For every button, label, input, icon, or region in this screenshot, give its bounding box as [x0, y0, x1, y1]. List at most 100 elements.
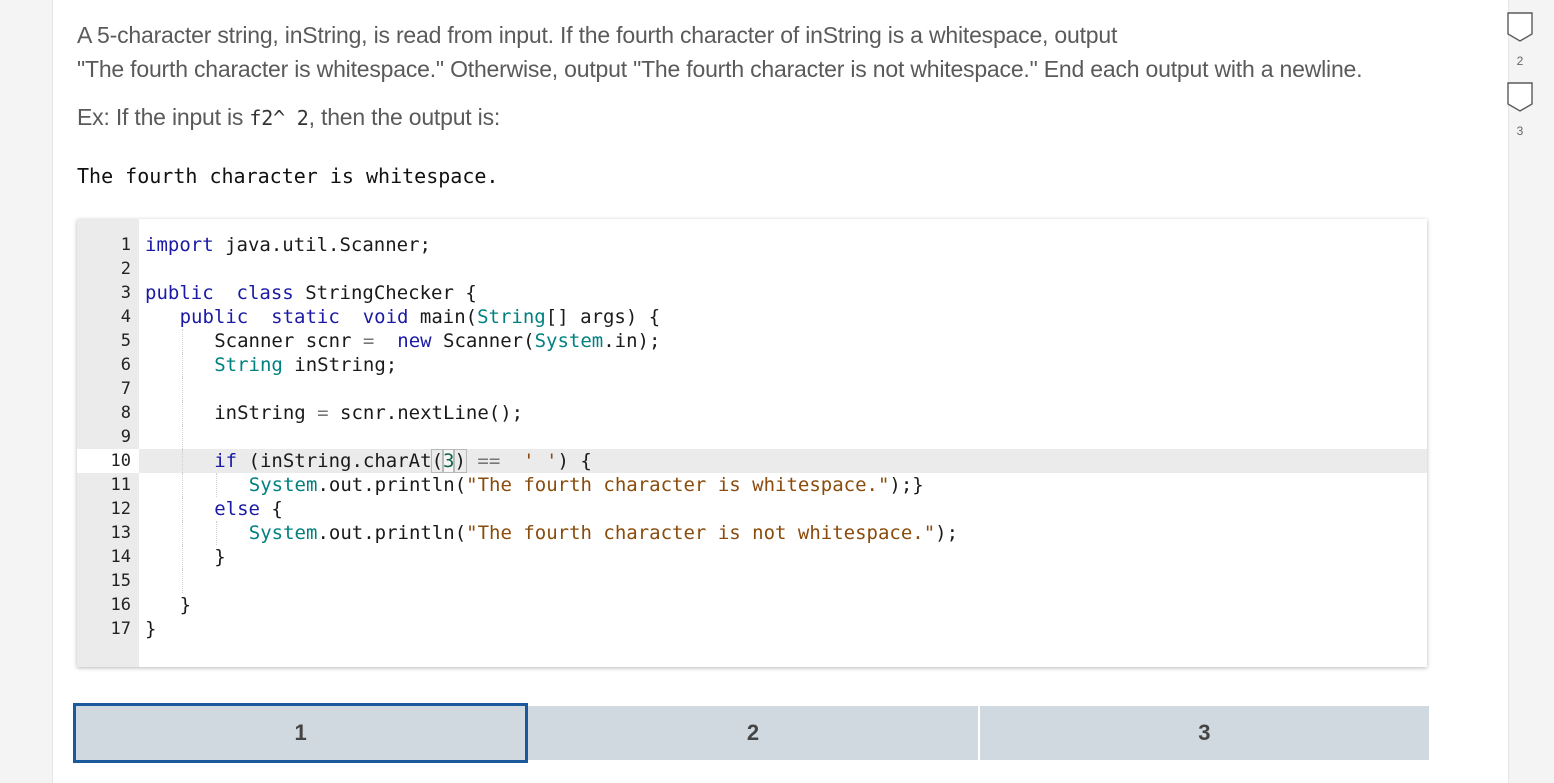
- keyword-token: new: [397, 330, 432, 352]
- code-text[interactable]: public class StringChecker {: [145, 281, 477, 305]
- check-shield-icon: [1507, 12, 1533, 42]
- code-line[interactable]: 12 else {: [77, 497, 1427, 521]
- code-text[interactable]: if (inString.charAt(3) == ' ') {: [214, 449, 592, 473]
- line-number: 7: [120, 379, 131, 399]
- type-token: System: [534, 330, 604, 352]
- level-check: 2: [1507, 12, 1533, 68]
- level-step-3[interactable]: 3: [979, 706, 1429, 760]
- example-input: f2^ 2: [249, 106, 309, 130]
- keyword-token: import: [145, 234, 214, 256]
- string-token: "The fourth character is whitespace.": [466, 474, 890, 496]
- code-line[interactable]: 17}: [77, 617, 1427, 641]
- code-text[interactable]: String inString;: [214, 353, 397, 377]
- line-number: 9: [120, 427, 131, 447]
- code-text[interactable]: Scanner scnr = new Scanner(System.in);: [214, 329, 660, 353]
- code-token: inString;: [294, 354, 398, 376]
- code-token: =: [362, 330, 375, 352]
- line-number: 6: [120, 355, 131, 375]
- code-token: }: [214, 546, 226, 568]
- line-number: 17: [110, 619, 131, 639]
- code-token: (: [430, 449, 445, 473]
- code-text[interactable]: System.out.println("The fourth character…: [249, 521, 958, 545]
- number-token: 3: [441, 449, 456, 473]
- code-token: {: [271, 498, 283, 520]
- code-token: );}: [889, 474, 924, 496]
- code-text[interactable]: inString = scnr.nextLine();: [214, 401, 523, 425]
- code-line[interactable]: 9: [77, 425, 1427, 449]
- code-token: );: [935, 522, 959, 544]
- indent-guide: [216, 521, 218, 545]
- line-number: 14: [110, 547, 131, 567]
- code-line[interactable]: 14}: [77, 545, 1427, 569]
- keyword-token: if: [214, 450, 238, 472]
- code-token: [] args) {: [545, 306, 661, 328]
- line-number: 16: [110, 595, 131, 615]
- code-token: scnr.nextLine();: [340, 402, 524, 424]
- level-step-1[interactable]: 1: [73, 703, 529, 763]
- code-token: inString: [214, 402, 318, 424]
- keyword-token: public: [145, 282, 214, 304]
- code-text[interactable]: System.out.println("The fourth character…: [249, 473, 924, 497]
- code-text[interactable]: else {: [214, 497, 283, 521]
- indent-guide: [181, 569, 183, 593]
- code-token: }: [145, 618, 157, 640]
- code-text[interactable]: import java.util.Scanner;: [145, 233, 431, 257]
- level-check: 3: [1507, 82, 1533, 138]
- line-number-gutter: [77, 219, 139, 667]
- code-token: ==: [477, 450, 501, 472]
- code-token: .in);: [603, 330, 661, 352]
- indent-guide: [181, 401, 183, 425]
- line-number: 13: [110, 523, 131, 543]
- problem-panel: A 5-character string, inString, is read …: [52, 0, 1533, 783]
- indent-guide: [181, 449, 183, 473]
- check-label: 2: [1516, 54, 1524, 68]
- code-line[interactable]: 16}: [77, 593, 1427, 617]
- indent-guide: [216, 473, 218, 497]
- indent-guide: [181, 353, 183, 377]
- keyword-token: class: [236, 282, 294, 304]
- code-token: java.util.Scanner;: [225, 234, 431, 256]
- string-token: ' ': [523, 450, 558, 472]
- code-token: ) {: [557, 450, 592, 472]
- code-line[interactable]: 15: [77, 569, 1427, 593]
- check-label: 3: [1516, 124, 1524, 138]
- check-shield-icon: [1507, 82, 1533, 112]
- type-token: String: [477, 306, 546, 328]
- code-line[interactable]: 13 System.out.println("The fourth charact…: [77, 521, 1427, 545]
- indent-guide: [181, 497, 183, 521]
- indent-guide: [181, 545, 183, 569]
- example-suffix: , then the output is:: [308, 104, 501, 130]
- code-text[interactable]: }: [180, 593, 191, 617]
- code-token: ): [453, 449, 467, 473]
- problem-description-line-1: A 5-character string, inString, is read …: [77, 22, 1118, 48]
- indent-guide: [181, 521, 183, 545]
- code-line[interactable]: 2: [77, 257, 1427, 281]
- code-token: }: [179, 594, 192, 616]
- example-prefix: Ex: If the input is: [77, 104, 250, 130]
- code-token: (inString.charAt: [248, 450, 432, 472]
- code-text[interactable]: }: [145, 617, 156, 641]
- code-line[interactable]: 7: [77, 377, 1427, 401]
- code-text[interactable]: public static void main(String[] args) {: [180, 305, 661, 329]
- line-number: 8: [120, 403, 131, 423]
- indent-guide: [181, 425, 183, 449]
- line-number: 15: [110, 571, 131, 591]
- code-line[interactable]: 6 String inString;: [77, 353, 1427, 377]
- level-step-2[interactable]: 2: [528, 706, 980, 760]
- indent-guide: [181, 329, 183, 353]
- code-token: .out.println(: [317, 522, 467, 544]
- line-number: 12: [110, 499, 131, 519]
- code-text[interactable]: }: [214, 545, 225, 569]
- keyword-token: else: [214, 498, 260, 520]
- code-line[interactable]: 8 inString = scnr.nextLine();: [77, 401, 1427, 425]
